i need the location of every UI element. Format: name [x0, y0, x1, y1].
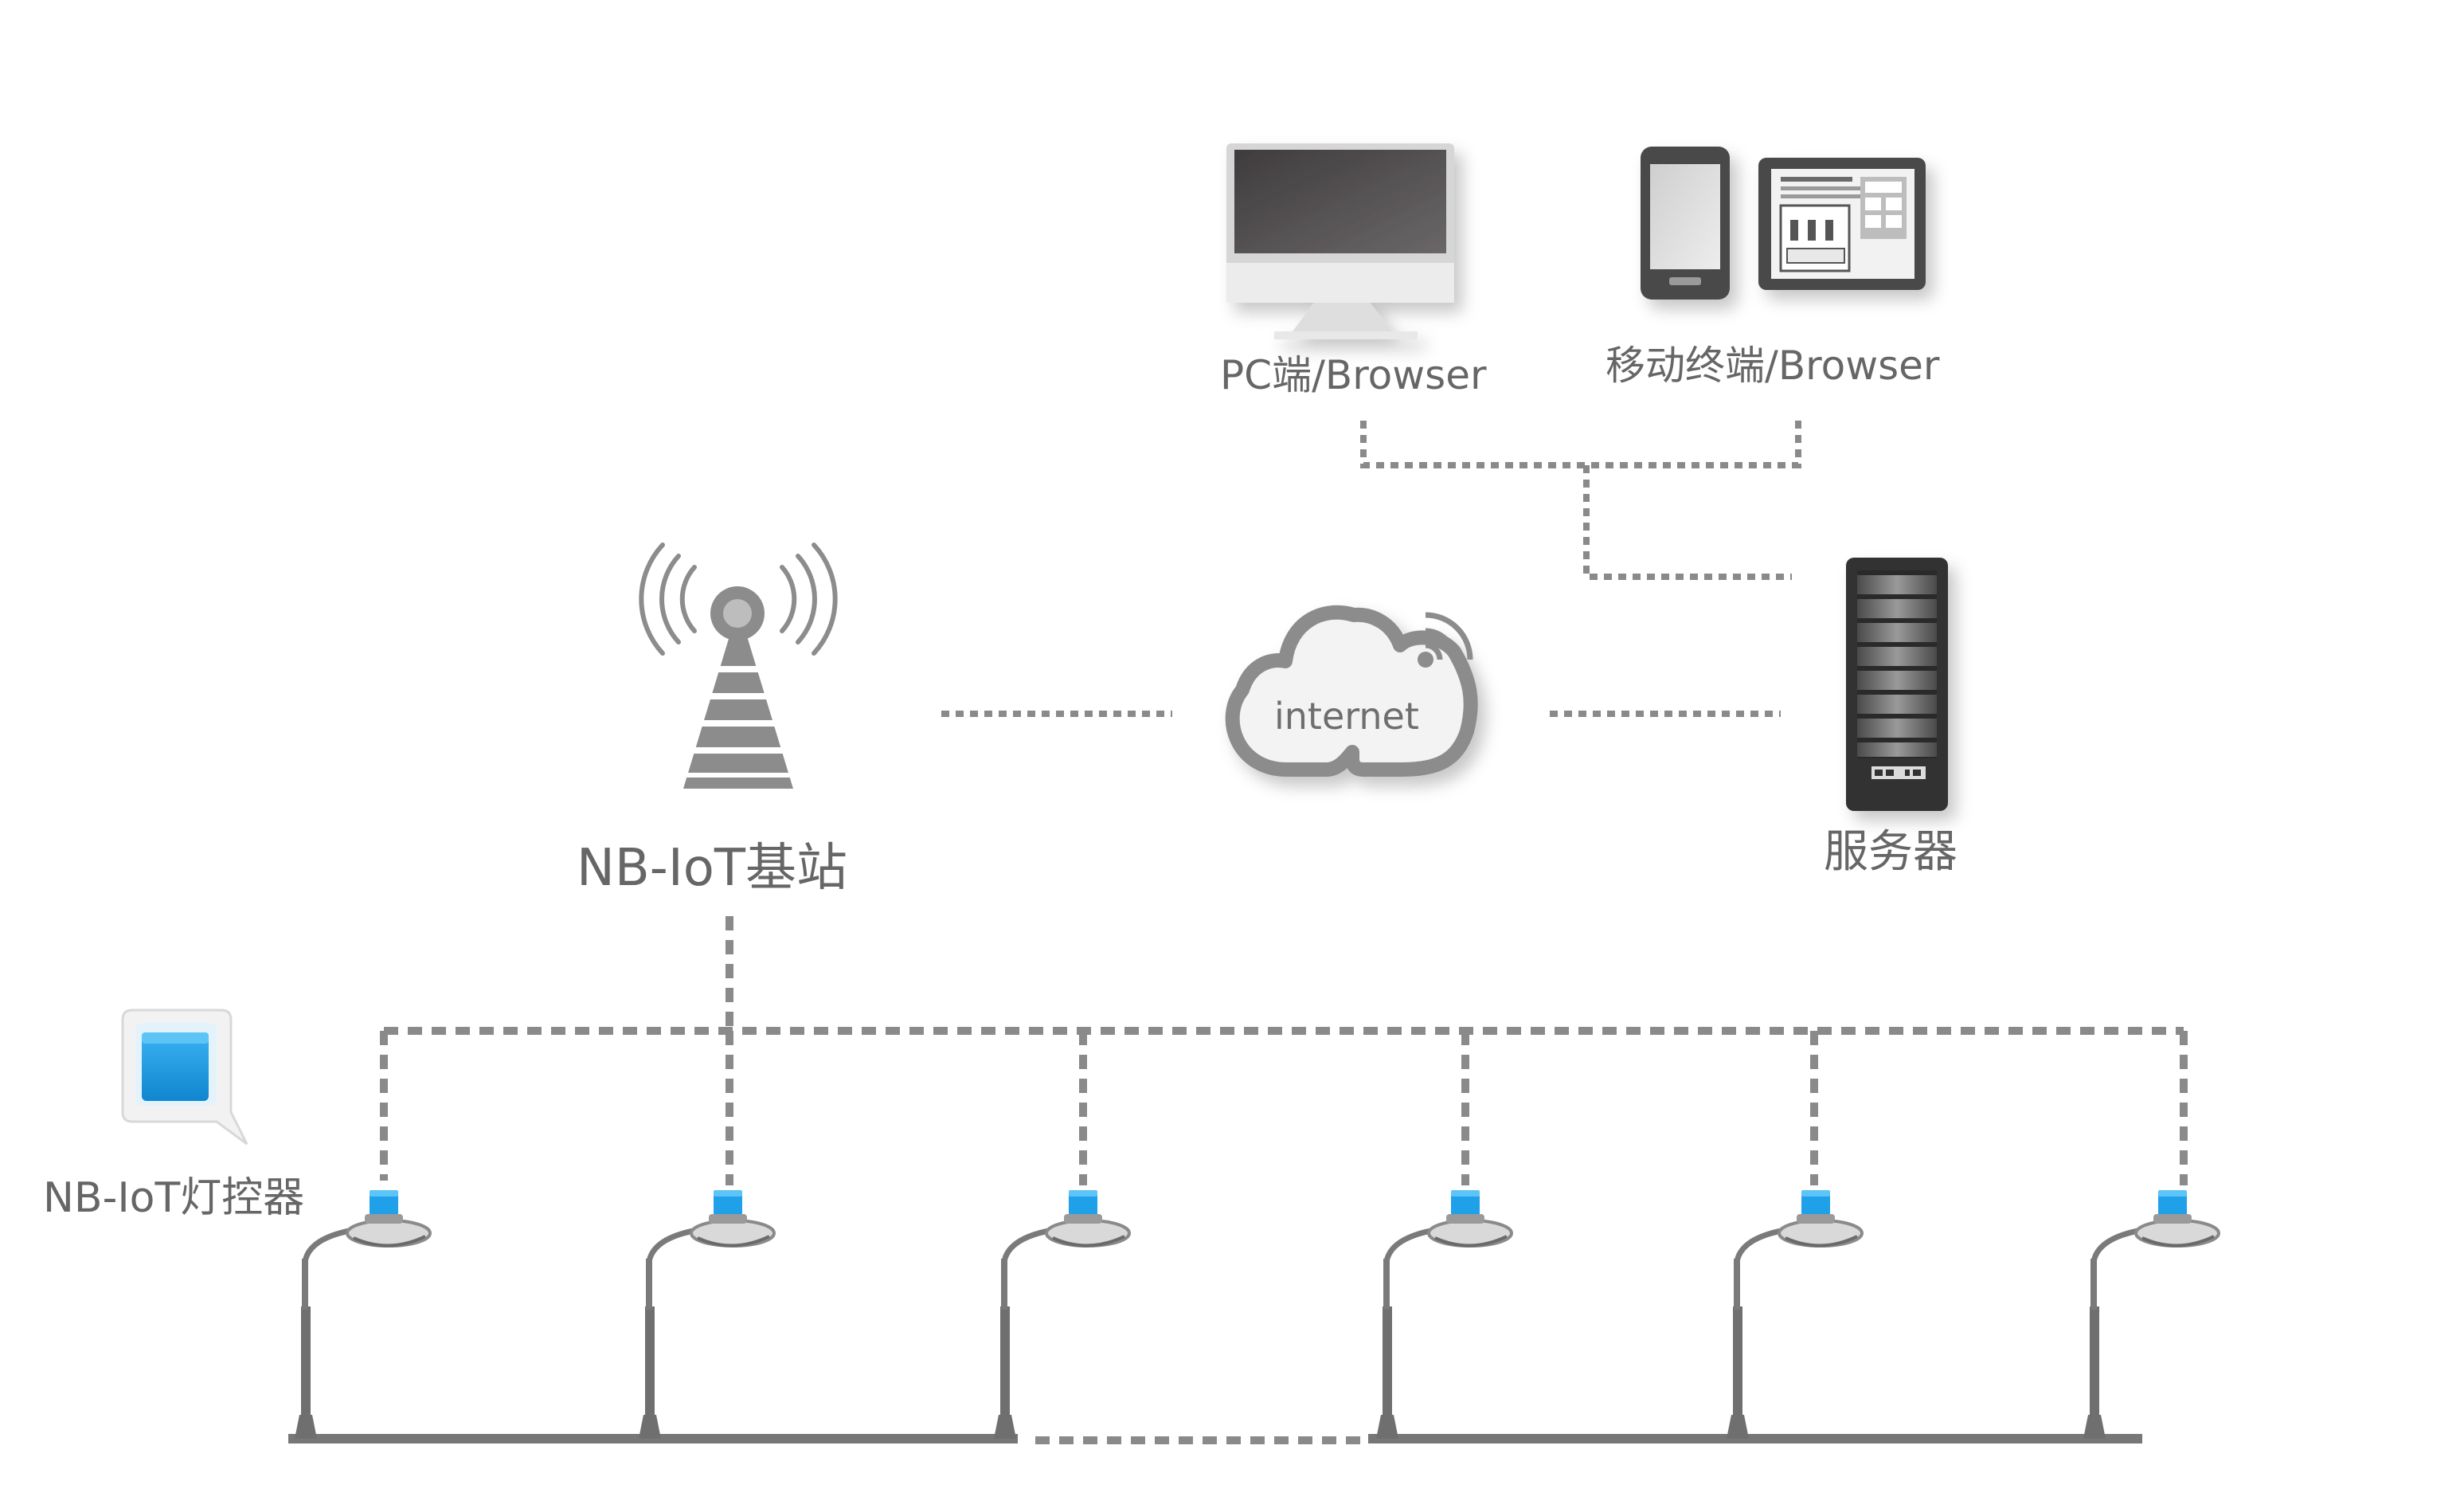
- controller-label: NB-IoT灯控器: [43, 1174, 305, 1222]
- lamp-controller-icon: [1064, 1190, 1102, 1224]
- controller-device-icon: [121, 1009, 248, 1146]
- desktop-monitor-icon: [1226, 143, 1454, 339]
- tower-label: NB-IoT基站: [577, 839, 847, 898]
- connection-lines: [941, 421, 1801, 717]
- server-rack-icon: [1846, 558, 1948, 811]
- server-link-line: [1583, 465, 1792, 580]
- street-lamp-icon: [1727, 1190, 1864, 1439]
- pc-label: PC端/Browser: [1220, 352, 1487, 398]
- server-label: 服务器: [1824, 826, 1958, 878]
- street-lamps: [295, 1190, 2220, 1439]
- street-lamp-icon: [2083, 1190, 2220, 1439]
- mobile-label: 移动终端/Browser: [1606, 343, 1940, 389]
- lamp-controller-icon: [365, 1190, 403, 1224]
- mobile-link-line: [1586, 421, 1801, 468]
- lamp-controller-icon: [1797, 1190, 1835, 1224]
- lamp-controller-icon: [2153, 1190, 2192, 1224]
- street-lamp-icon: [295, 1190, 432, 1439]
- lamp-controller-icon: [1446, 1190, 1484, 1224]
- street-lamp-icon: [1376, 1190, 1513, 1439]
- street-lamp-icon: [994, 1190, 1131, 1439]
- pc-link-line: [1360, 421, 1586, 468]
- cell-tower-icon: [639, 543, 838, 789]
- phone-tablet-icon: [1641, 147, 1926, 300]
- cloud-label: internet: [1274, 695, 1419, 738]
- lamp-bus-lines: [380, 916, 2188, 1444]
- cloud-wifi-icon: [1225, 605, 1478, 777]
- street-lamp-icon: [639, 1190, 776, 1439]
- lamp-controller-icon: [709, 1190, 747, 1224]
